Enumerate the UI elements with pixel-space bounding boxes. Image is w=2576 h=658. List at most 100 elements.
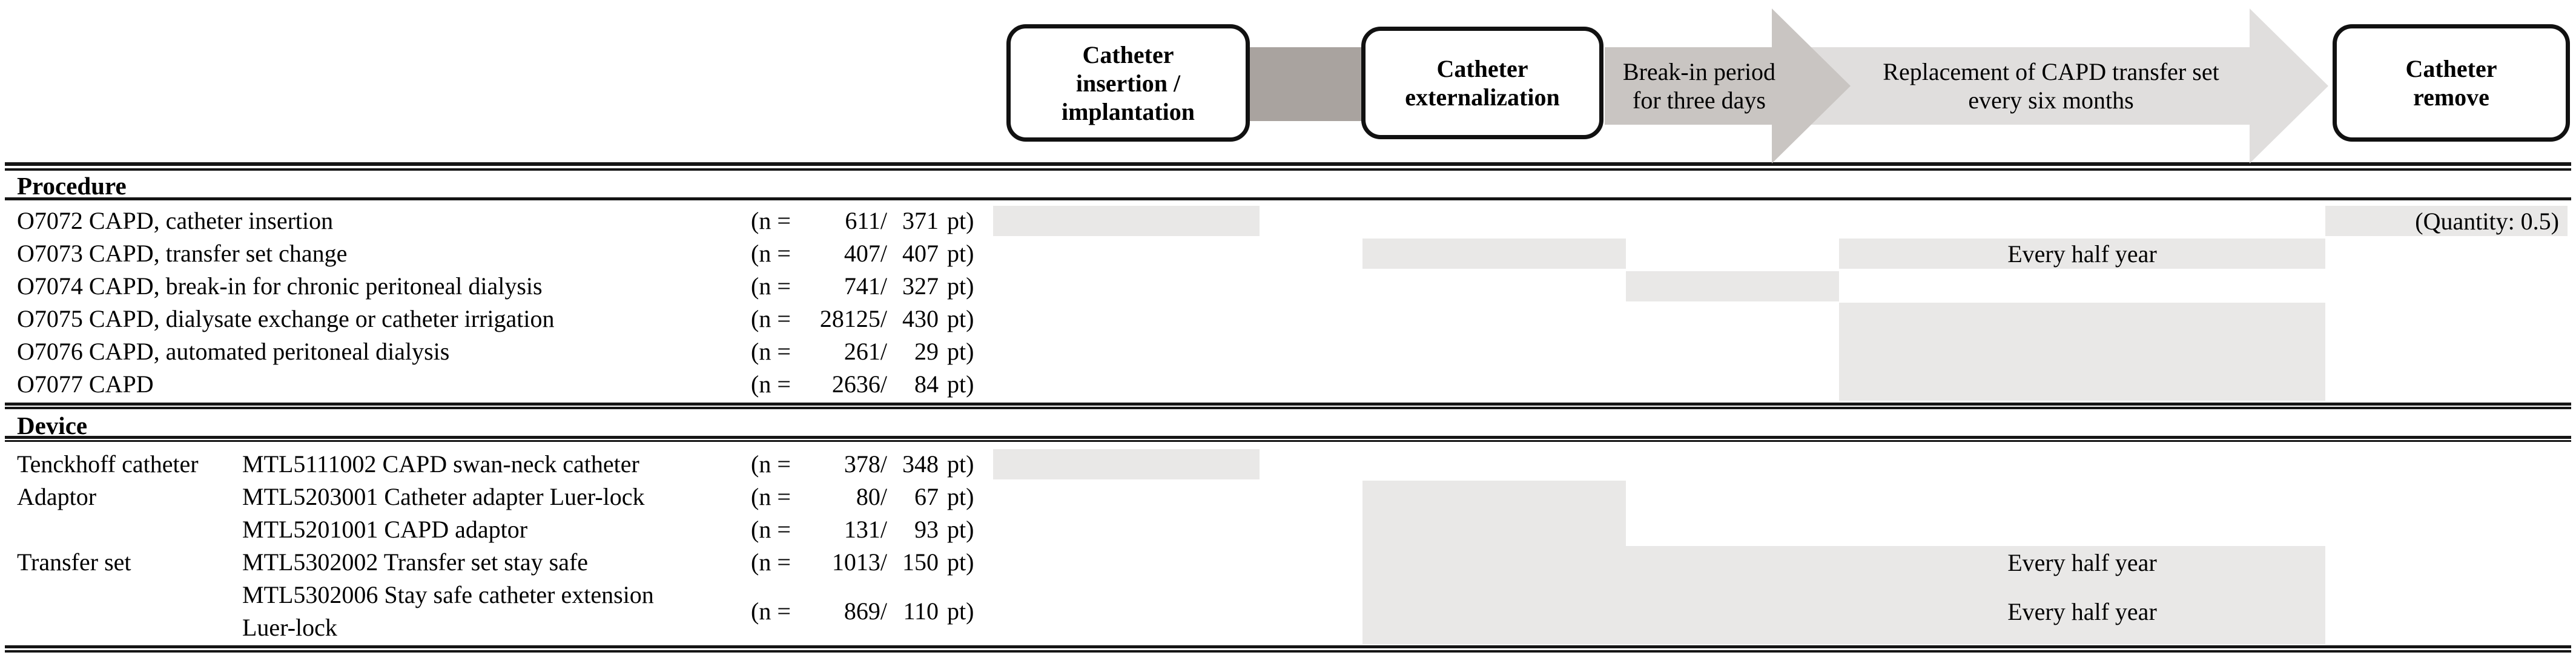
n-events: 131/ bbox=[844, 516, 887, 543]
coverage-bar-o7075-o7077-replacement bbox=[1839, 303, 2325, 401]
n-count-cell: (n = 261/ 29 pt) bbox=[751, 335, 1005, 368]
table-row-stay-safe-extension: MTL5302006 Stay safe catheter extension … bbox=[0, 579, 2576, 644]
n-prefix: (n = bbox=[751, 305, 791, 332]
n-patients: 29 bbox=[914, 338, 939, 365]
every-half-year-annotation: Every half year bbox=[2007, 597, 2157, 625]
coverage-bar-o7072-insertion bbox=[993, 206, 1260, 236]
n-patients: 371 bbox=[902, 207, 939, 234]
n-count-cell: (n = 611/ 371 pt) bbox=[751, 205, 1005, 237]
box-catheter-externalization: Catheter externalization bbox=[1361, 27, 1603, 139]
coverage-bar-tenckhoff-insertion bbox=[993, 449, 1260, 479]
box-catheter-remove-label: Catheter remove bbox=[2405, 55, 2497, 111]
n-suffix: pt) bbox=[947, 207, 974, 234]
procedure-label: O7076 CAPD, automated peritoneal dialysi… bbox=[17, 338, 450, 365]
n-prefix: (n = bbox=[751, 548, 791, 576]
n-suffix: pt) bbox=[947, 483, 974, 510]
table-row-adapter-luer-lock: Adaptor MTL5203001 Catheter adapter Luer… bbox=[0, 481, 2576, 513]
n-events: 611/ bbox=[845, 207, 887, 234]
coverage-bar-transferset-breakin-replacement bbox=[1626, 546, 2325, 644]
coverage-bar-o7073-externalization bbox=[1362, 239, 1626, 269]
procedure-section-header: Procedure bbox=[17, 172, 127, 200]
n-patients: 150 bbox=[902, 548, 939, 576]
breakin-arrow-label: Break-in period for three days bbox=[1622, 58, 1776, 114]
coverage-bar-o7073-replacement: Every half year bbox=[1839, 239, 2325, 269]
n-count-cell: (n = 741/ 327 pt) bbox=[751, 270, 1005, 303]
device-header-rule-thick bbox=[5, 436, 2571, 439]
n-count-cell: (n = 80/ 67 pt) bbox=[751, 481, 1005, 513]
device-category: Tenckhoff catheter bbox=[17, 450, 199, 478]
procedure-label: O7075 CAPD, dialysate exchange or cathet… bbox=[17, 305, 555, 332]
every-half-year-annotation: Every half year bbox=[2007, 240, 2157, 268]
n-count-cell: (n = 1013/ 150 pt) bbox=[751, 546, 1005, 579]
coverage-bar-o7074-breakin bbox=[1626, 271, 1839, 301]
procedure-label: O7072 CAPD, catheter insertion bbox=[17, 207, 334, 234]
n-prefix: (n = bbox=[751, 483, 791, 510]
section-divider-rule-thin bbox=[5, 407, 2571, 409]
n-prefix: (n = bbox=[751, 516, 791, 543]
n-count-cell: (n = 28125/ 430 pt) bbox=[751, 303, 1005, 335]
device-section-header: Device bbox=[17, 412, 88, 439]
n-suffix: pt) bbox=[947, 240, 974, 267]
n-prefix: (n = bbox=[751, 272, 791, 300]
device-name: MTL5203001 Catheter adapter Luer-lock bbox=[242, 483, 645, 510]
device-category: Transfer set bbox=[17, 548, 131, 576]
n-prefix: (n = bbox=[751, 450, 791, 478]
procedure-label: O7074 CAPD, break-in for chronic periton… bbox=[17, 272, 543, 300]
n-events: 407/ bbox=[844, 240, 887, 267]
n-count-cell: (n = 131/ 93 pt) bbox=[751, 513, 1005, 546]
device-name: MTL5302002 Transfer set stay safe bbox=[242, 548, 589, 576]
coverage-bar-o7072-remove: (Quantity: 0.5) bbox=[2325, 206, 2568, 236]
n-suffix: pt) bbox=[947, 338, 974, 365]
n-events: 869/ bbox=[844, 597, 887, 625]
table-bottom-rule-thin bbox=[5, 650, 2571, 653]
table-row-capd-adaptor: MTL5201001 CAPD adaptor (n = 131/ 93 pt) bbox=[0, 513, 2576, 546]
table-row-o7072: O7072 CAPD, catheter insertion (n = 611/… bbox=[0, 205, 2576, 237]
box-catheter-insertion: Catheter insertion / implantation bbox=[1006, 24, 1250, 142]
n-count-cell: (n = 869/ 110 pt) bbox=[751, 579, 1005, 644]
box-catheter-externalization-label: Catheter externalization bbox=[1405, 55, 1560, 111]
n-events: 378/ bbox=[844, 450, 887, 478]
procedure-label: O7073 CAPD, transfer set change bbox=[17, 240, 348, 267]
n-patients: 430 bbox=[902, 305, 939, 332]
n-events: 2636/ bbox=[831, 370, 887, 398]
n-suffix: pt) bbox=[947, 450, 974, 478]
n-suffix: pt) bbox=[947, 272, 974, 300]
n-prefix: (n = bbox=[751, 370, 791, 398]
n-patients: 93 bbox=[914, 516, 939, 543]
box-catheter-remove: Catheter remove bbox=[2333, 24, 2570, 142]
n-suffix: pt) bbox=[947, 305, 974, 332]
n-events: 261/ bbox=[844, 338, 887, 365]
n-patients: 67 bbox=[914, 483, 939, 510]
table-top-rule-thin bbox=[5, 168, 2571, 171]
n-count-cell: (n = 378/ 348 pt) bbox=[751, 448, 1005, 481]
n-suffix: pt) bbox=[947, 516, 974, 543]
procedure-header-rule bbox=[5, 197, 2571, 200]
n-prefix: (n = bbox=[751, 338, 791, 365]
n-suffix: pt) bbox=[947, 597, 974, 625]
n-prefix: (n = bbox=[751, 240, 791, 267]
n-prefix: (n = bbox=[751, 207, 791, 234]
n-patients: 348 bbox=[902, 450, 939, 478]
n-patients: 327 bbox=[902, 272, 939, 300]
table-row-o7077: O7077 CAPD (n = 2636/ 84 pt) bbox=[0, 368, 2576, 401]
procedure-label: O7077 CAPD bbox=[17, 370, 154, 398]
device-name: MTL5201001 CAPD adaptor bbox=[242, 516, 528, 543]
section-divider-rule-thick bbox=[5, 403, 2571, 406]
n-patients: 110 bbox=[903, 597, 939, 625]
n-events: 1013/ bbox=[831, 548, 887, 576]
device-header-rule-thin bbox=[5, 440, 2571, 442]
insertion-to-externalization-connector bbox=[1247, 47, 1366, 121]
every-half-year-annotation: Every half year bbox=[2007, 548, 2157, 576]
table-top-rule-thick bbox=[5, 162, 2571, 166]
table-row-o7076: O7076 CAPD, automated peritoneal dialysi… bbox=[0, 335, 2576, 368]
table-bottom-rule-thick bbox=[5, 645, 2571, 648]
n-patients: 407 bbox=[902, 240, 939, 267]
device-name: MTL5302006 Stay safe catheter extension … bbox=[242, 581, 654, 641]
coverage-bar-adaptor-transferset-externalization bbox=[1362, 481, 1626, 644]
table-row-tenckhoff-catheter: Tenckhoff catheter MTL5111002 CAPD swan-… bbox=[0, 448, 2576, 481]
table-row-transfer-set-stay-safe: Transfer set MTL5302002 Transfer set sta… bbox=[0, 546, 2576, 579]
table-row-o7073: O7073 CAPD, transfer set change (n = 407… bbox=[0, 237, 2576, 270]
n-count-cell: (n = 2636/ 84 pt) bbox=[751, 368, 1005, 401]
n-suffix: pt) bbox=[947, 548, 974, 576]
